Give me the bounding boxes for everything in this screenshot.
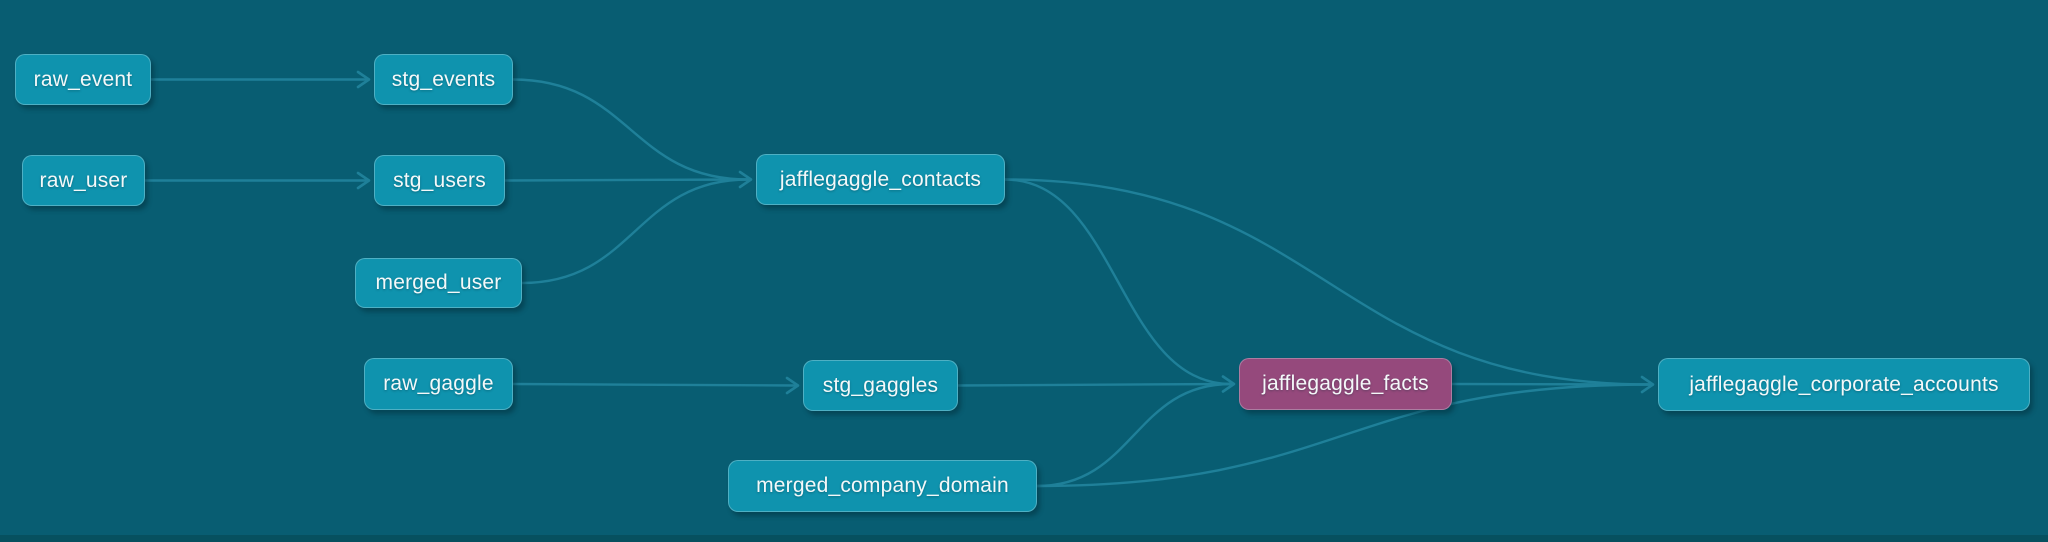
node-label: merged_user	[375, 271, 502, 294]
node-label: raw_user	[39, 168, 128, 192]
edge-stg_gaggles-to-jafflegaggle_facts	[956, 382, 1233, 387]
node-label: merged_company_domain	[756, 474, 1009, 497]
node-label: stg_gaggles	[822, 373, 939, 397]
node-raw_user[interactable]: raw_user	[22, 155, 145, 206]
edge-jafflegaggle_facts-to-jafflegaggle_corporate_accounts	[1450, 382, 1652, 386]
arrowhead-into-jafflegaggle_corporate_accounts	[1640, 375, 1655, 394]
node-label: jafflegaggle_contacts	[779, 167, 982, 191]
node-raw_event[interactable]: raw_event	[15, 54, 151, 105]
edge-stg_users-to-jafflegaggle_contacts	[503, 178, 750, 182]
node-stg_users[interactable]: stg_users	[374, 155, 505, 206]
arrowhead-into-stg_users	[356, 171, 371, 190]
node-label: stg_users	[393, 168, 486, 192]
edge-jafflegaggle_contacts-to-jafflegaggle_facts	[1003, 178, 1233, 386]
edge-jafflegaggle_contacts-to-jafflegaggle_corporate_accounts	[1003, 178, 1652, 386]
arrowhead-into-jafflegaggle_facts	[1221, 375, 1236, 393]
node-jafflegaggle_corporate_accounts[interactable]: jafflegaggle_corporate_accounts	[1658, 358, 2030, 411]
node-label: raw_gaggle	[383, 372, 494, 395]
edge-stg_events-to-jafflegaggle_contacts	[511, 78, 750, 181]
node-label: jafflegaggle_facts	[1262, 372, 1429, 395]
node-merged_company_domain[interactable]: merged_company_domain	[728, 460, 1037, 512]
node-stg_events[interactable]: stg_events	[374, 54, 513, 105]
edge-raw_gaggle-to-stg_gaggles	[511, 382, 797, 387]
arrowhead-into-jafflegaggle_contacts	[738, 170, 753, 189]
node-label: jafflegaggle_corporate_accounts	[1689, 372, 1999, 396]
node-merged_user[interactable]: merged_user	[355, 258, 522, 308]
arrowhead-into-stg_events	[356, 70, 371, 89]
node-jafflegaggle_facts[interactable]: jafflegaggle_facts	[1239, 358, 1452, 410]
node-label: stg_events	[391, 67, 496, 91]
edge-merged_company_domain-to-jafflegaggle_facts	[1035, 382, 1233, 488]
edge-merged_user-to-jafflegaggle_contacts	[520, 178, 750, 285]
node-jafflegaggle_contacts[interactable]: jafflegaggle_contacts	[756, 154, 1005, 205]
bottom-edge-strip	[0, 535, 2048, 542]
node-label: raw_event	[33, 67, 133, 91]
node-raw_gaggle[interactable]: raw_gaggle	[364, 358, 513, 410]
arrowhead-into-stg_gaggles	[785, 376, 800, 395]
node-stg_gaggles[interactable]: stg_gaggles	[803, 360, 958, 411]
